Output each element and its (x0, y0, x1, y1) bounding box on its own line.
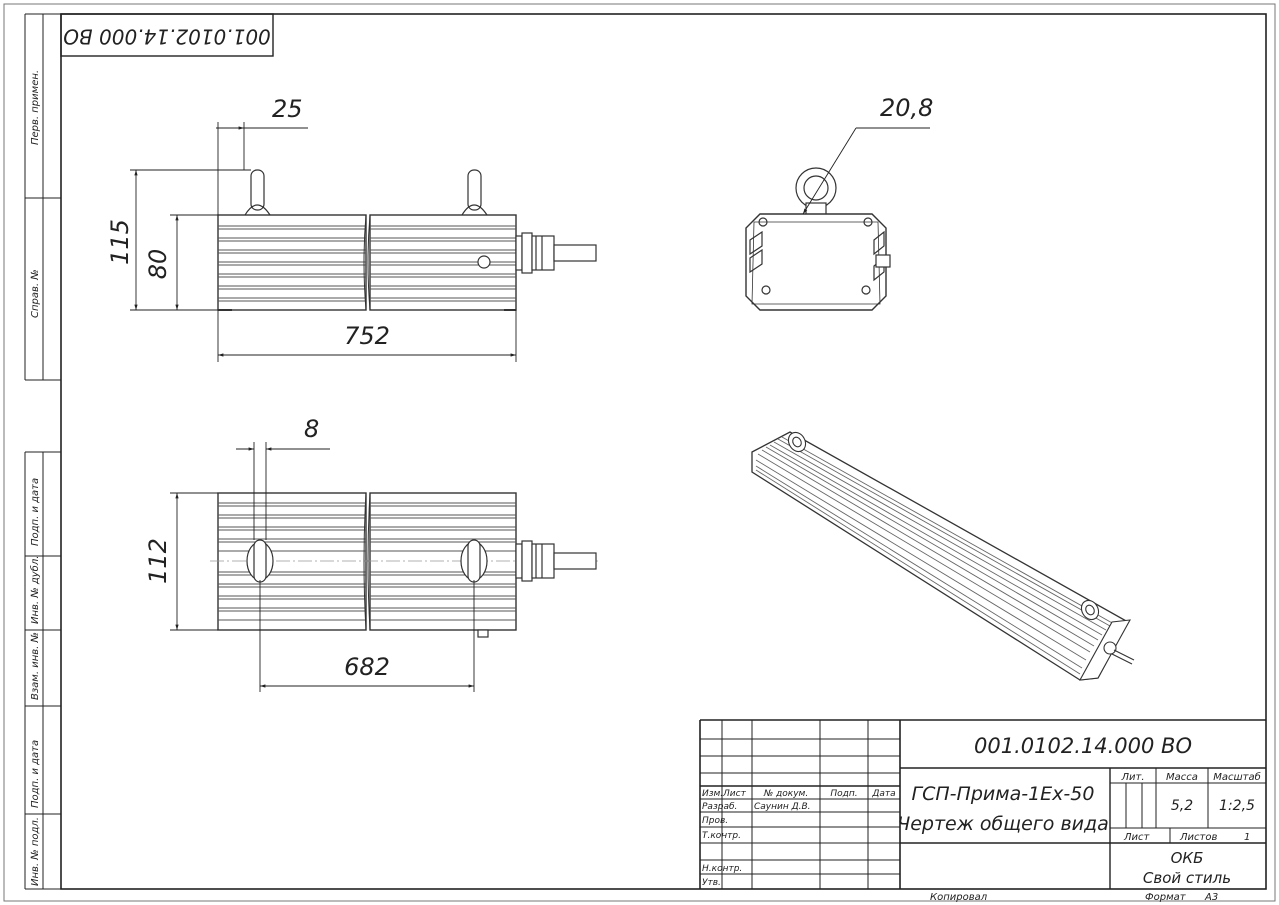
dim-spacing-682: 682 (344, 653, 390, 681)
title-block-grid (699, 719, 1266, 889)
drawing-code: 001.0102.14.000 ВО (974, 734, 1192, 758)
dim-width-112: 112 (144, 538, 172, 584)
dim-height-115: 115 (106, 219, 134, 265)
sheets-value: 1 (1244, 832, 1250, 843)
product-name: ГСП-Прима-1Ex-50 (912, 783, 1095, 805)
role-nkontr: Н.контр. (702, 864, 742, 874)
inv-dubl-label: Инв. № дубл. (29, 556, 41, 624)
plan-view (210, 492, 600, 638)
dim-offset-8: 8 (304, 415, 319, 443)
side-view-dims (130, 122, 517, 362)
sheet-label: Лист (1123, 832, 1151, 843)
footer-format-label: Формат (1145, 892, 1187, 903)
sheets-label: Листов (1179, 832, 1217, 843)
dim-length-752: 752 (344, 322, 390, 350)
plan-view-dims (170, 442, 475, 692)
header-izm: Изм. (702, 789, 723, 799)
lit-label: Лит. (1120, 772, 1144, 783)
role-utv: Утв. (702, 878, 721, 888)
organization-line2: Свой стиль (1143, 869, 1231, 887)
mass-value: 5,2 (1171, 798, 1193, 814)
dim-height-80: 80 (144, 249, 172, 280)
perv-primen-label: Перв. примен. (30, 70, 41, 145)
header-list: Лист (722, 789, 747, 799)
end-view-dims (802, 127, 930, 215)
outer-frame (3, 3, 1276, 902)
inv-podl-label: Инв. № подл. (30, 817, 41, 886)
side-strip (24, 13, 61, 890)
razrab-name: Саунин Д.В. (754, 802, 811, 812)
side-view (217, 169, 597, 311)
rotated-code-box (60, 13, 274, 57)
header-doc-no: № докум. (763, 789, 808, 799)
organization-line1: ОКБ (1171, 849, 1204, 867)
role-razrab: Разраб. (702, 802, 737, 812)
mass-label: Масса (1166, 772, 1198, 783)
podp-data-label-1: Подп. и дата (30, 478, 41, 546)
header-data: Дата (871, 789, 895, 799)
scale-label: Масштаб (1213, 771, 1261, 783)
role-prov: Пров. (702, 816, 728, 826)
header-podp: Подп. (830, 789, 857, 799)
podp-data-label-2: Подп. и дата (30, 740, 41, 808)
footer-copy: Копировал (930, 892, 988, 903)
isometric-view (751, 431, 1135, 681)
footer-format-value: А3 (1204, 892, 1218, 903)
dim-eye-diameter: 20,8 (880, 94, 933, 122)
rotated-code: 001.0102.14.000 ВО (63, 25, 271, 49)
sprav-no-label: Справ. № (30, 269, 41, 318)
role-tkontr: Т.контр. (702, 831, 741, 841)
scale-value: 1:2,5 (1219, 798, 1255, 814)
drawing-type: Чертеж общего вида (897, 813, 1109, 835)
vzam-inv-label: Взам. инв. № (30, 632, 41, 700)
dim-offset-25: 25 (272, 95, 303, 123)
